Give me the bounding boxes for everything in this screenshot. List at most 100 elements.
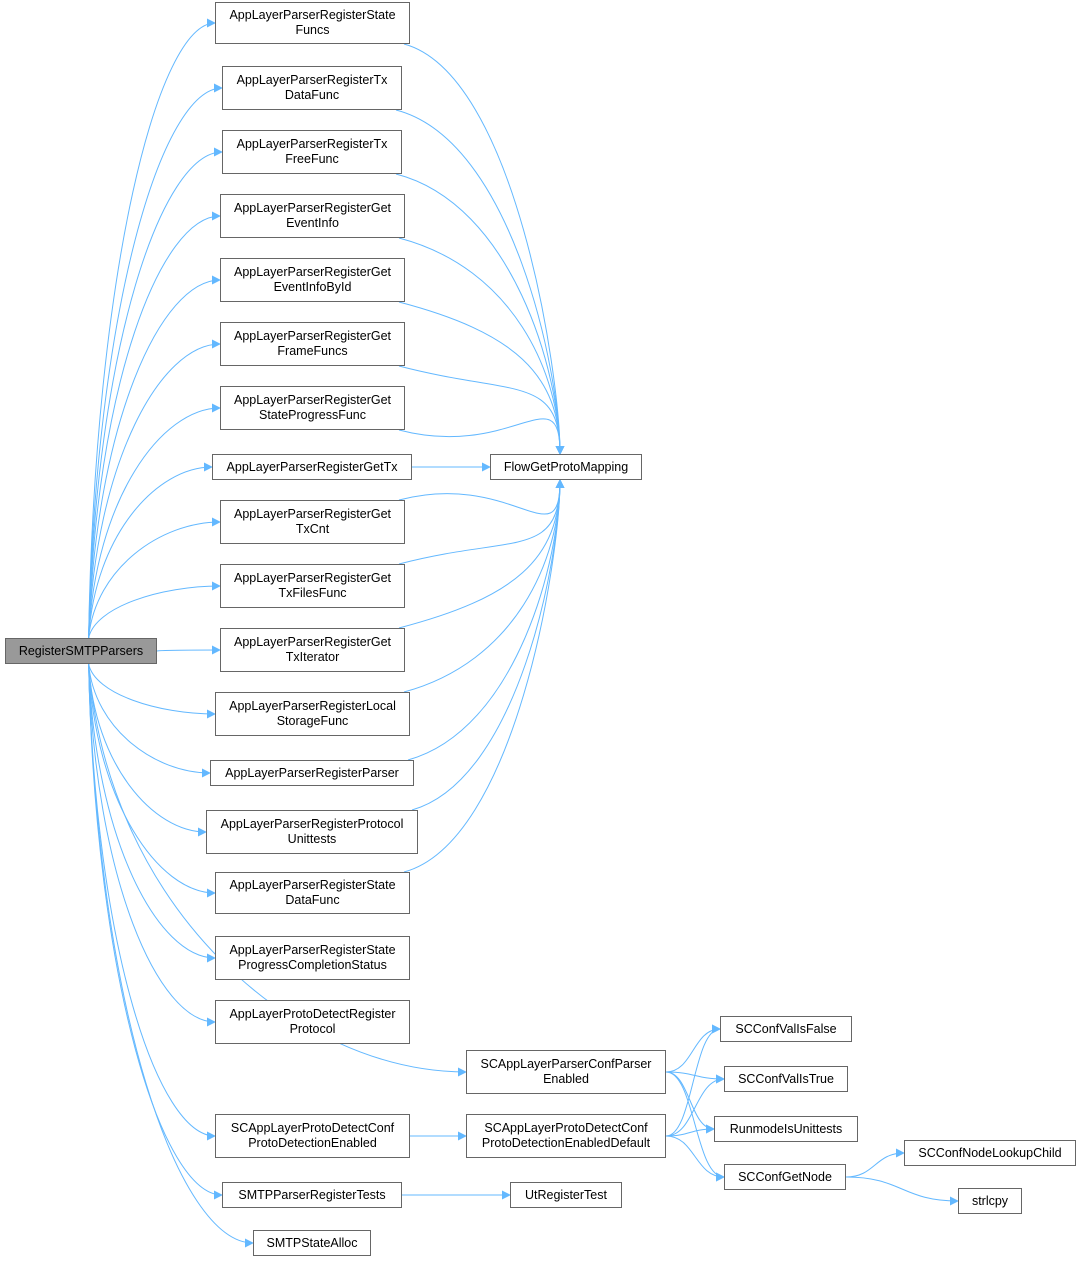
edge-conf_parser-to-get_node xyxy=(665,1071,725,1182)
node-label-line: StateProgressFunc xyxy=(259,408,366,422)
edge-root-to-local_storage xyxy=(88,663,216,719)
edge-root-to-get_tx xyxy=(88,462,213,639)
node-label-line: FreeFunc xyxy=(285,152,339,166)
edge-root-to-tx_files xyxy=(88,581,221,639)
node-label-line: SCAppLayerProtoDetectConf xyxy=(230,1121,395,1135)
node-label-line: Enabled xyxy=(543,1072,589,1086)
node-register-smtp-parsers[interactable]: RegisterSMTPParsers xyxy=(5,638,157,664)
node-label-line: Protocol xyxy=(289,1022,336,1036)
edge-detection_default-to-val_true xyxy=(665,1074,725,1137)
edge-root-to-frame_funcs xyxy=(88,339,221,639)
edge-tx_iter-to-flow_map xyxy=(398,479,565,629)
node-sc-conf-val-is-false[interactable]: SCConfValIsFalse xyxy=(720,1016,852,1042)
node-sc-conf-node-lookup-child[interactable]: SCConfNodeLookupChild xyxy=(904,1140,1076,1166)
node-sc-conf-get-node[interactable]: SCConfGetNode xyxy=(724,1164,846,1190)
node-label-line: ProtoDetectionEnabled xyxy=(248,1136,377,1150)
node-label-line: TxCnt xyxy=(295,522,330,536)
edge-state_data-to-flow_map xyxy=(403,479,565,873)
node-label-line: AppLayerParserRegisterState xyxy=(229,878,396,892)
node-label-line: FrameFuncs xyxy=(277,344,348,358)
node-label-line: DataFunc xyxy=(284,88,340,102)
edge-detection_default-to-val_false xyxy=(665,1024,721,1137)
edge-get_node-to-lookup_child xyxy=(845,1148,905,1178)
node-sc-conf-val-is-true[interactable]: SCConfValIsTrue xyxy=(724,1066,848,1092)
node-label-line: RegisterSMTPParsers xyxy=(18,643,144,658)
node-label-line: StorageFunc xyxy=(276,714,349,728)
edge-get_node-to-strlcpy xyxy=(845,1176,959,1206)
edge-detection_default-to-runmode xyxy=(665,1124,715,1137)
node-label-line: AppLayerParserRegisterGet xyxy=(233,393,392,407)
node-label-line: SMTPParserRegisterTests xyxy=(238,1187,386,1202)
edge-root-to-reg_parser xyxy=(88,663,211,778)
node-label-line: SCConfValIsFalse xyxy=(735,1021,837,1036)
node-smtp-state-alloc[interactable]: SMTPStateAlloc xyxy=(253,1230,371,1256)
node-label-line: strlcpy xyxy=(971,1193,1009,1208)
edge-root-to-proto_detect_reg xyxy=(88,663,216,1027)
node-label-line: SCConfNodeLookupChild xyxy=(918,1145,1062,1160)
node-label-line: UtRegisterTest xyxy=(525,1187,607,1202)
node-label-line: AppLayerParserRegisterGet xyxy=(233,329,392,343)
node-label-line: SCAppLayerParserConfParser xyxy=(480,1057,652,1071)
edge-local_storage-to-flow_map xyxy=(403,479,565,693)
node-label-line: RunmodeIsUnittests xyxy=(729,1121,843,1136)
node-ut-register-test[interactable]: UtRegisterTest xyxy=(510,1182,622,1208)
node-label-line: SMTPStateAlloc xyxy=(266,1235,358,1250)
edge-event_info-to-flow_map xyxy=(398,237,565,455)
node-label-line: SCConfValIsTrue xyxy=(738,1071,834,1086)
edge-root-to-progress_completion xyxy=(88,663,216,963)
node-strlcpy[interactable]: strlcpy xyxy=(958,1188,1022,1214)
node-label-line: AppLayerParserRegisterGet xyxy=(233,571,392,585)
node-app-layer-parser-register-get-tx[interactable]: AppLayerParserRegisterGetTx xyxy=(212,454,412,480)
edge-root-to-state_data xyxy=(88,663,216,898)
edge-root-to-event_info xyxy=(88,211,221,639)
edge-state_funcs-to-flow_map xyxy=(403,43,565,455)
edge-reg_parser-to-flow_map xyxy=(407,479,565,761)
node-label-line: AppLayerParserRegisterGetTx xyxy=(226,459,398,474)
edge-state_progress-to-flow_map xyxy=(398,418,565,455)
node-runmode-is-unittests[interactable]: RunmodeIsUnittests xyxy=(714,1116,858,1142)
edge-root-to-smtp_tests xyxy=(88,663,223,1200)
node-label-line: AppLayerParserRegisterProtocol xyxy=(220,817,404,831)
edge-conf_parser-to-val_false xyxy=(665,1024,721,1073)
node-label-line: AppLayerParserRegisterGet xyxy=(233,507,392,521)
edge-root-to-tx_cnt xyxy=(88,517,221,639)
node-app-layer-parser-register-parser[interactable]: AppLayerParserRegisterParser xyxy=(210,760,414,786)
node-label-line: DataFunc xyxy=(285,893,340,907)
edge-root-to-proto_unit xyxy=(88,663,207,837)
node-label-line: ProgressCompletionStatus xyxy=(238,958,387,972)
node-label-line: EventInfoById xyxy=(273,280,352,294)
edge-detection_default-to-get_node xyxy=(665,1135,725,1182)
node-label-line: AppLayerParserRegisterTx xyxy=(236,73,388,87)
edge-tx_data-to-flow_map xyxy=(395,109,565,455)
edge-root-to-tx_data xyxy=(88,83,223,639)
node-smtp-parser-register-tests[interactable]: SMTPParserRegisterTests xyxy=(222,1182,402,1208)
node-label-line: TxFilesFunc xyxy=(278,586,347,600)
node-label-line: FlowGetProtoMapping xyxy=(503,459,629,474)
edge-root-to-tx_free xyxy=(88,147,223,639)
node-label-line: AppLayerParserRegisterState xyxy=(229,8,396,22)
node-label-line: AppLayerParserRegisterState xyxy=(229,943,396,957)
edge-root-to-state_funcs xyxy=(88,18,216,639)
node-label-line: SCAppLayerProtoDetectConf xyxy=(484,1121,648,1135)
node-label-line: AppLayerParserRegisterTx xyxy=(236,137,388,151)
node-flow-get-proto-mapping[interactable]: FlowGetProtoMapping xyxy=(490,454,642,480)
node-label-line: EventInfo xyxy=(286,216,339,230)
